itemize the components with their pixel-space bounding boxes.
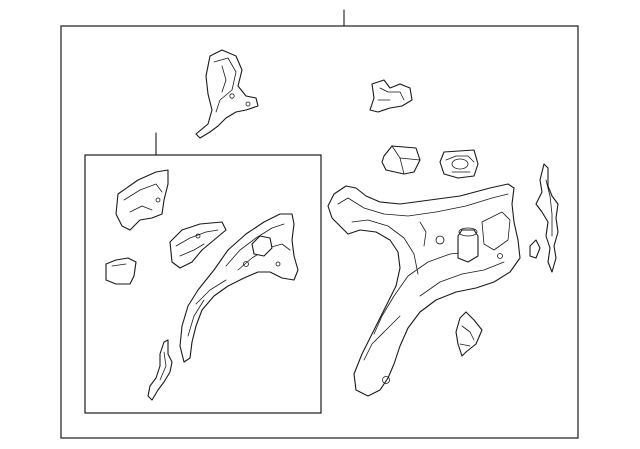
inner-front-bracket <box>115 169 169 231</box>
inner-assembly-box <box>84 154 322 414</box>
upper-pillar-bracket <box>195 49 259 139</box>
outer-frame <box>60 25 579 439</box>
upper-small-bracket <box>369 79 413 113</box>
small-tab-right <box>529 239 541 259</box>
wedge-block-left <box>381 145 421 175</box>
quarter-inner-panel <box>327 183 521 397</box>
inner-reinforcement-plate <box>169 221 227 269</box>
lower-bracket-right <box>455 311 483 357</box>
inner-small-patch <box>105 257 137 285</box>
right-edge-strip <box>535 163 559 273</box>
cup-bracket-right <box>439 149 479 179</box>
inner-lower-strip <box>147 339 173 401</box>
wheelhouse-inner-panel <box>179 213 299 363</box>
